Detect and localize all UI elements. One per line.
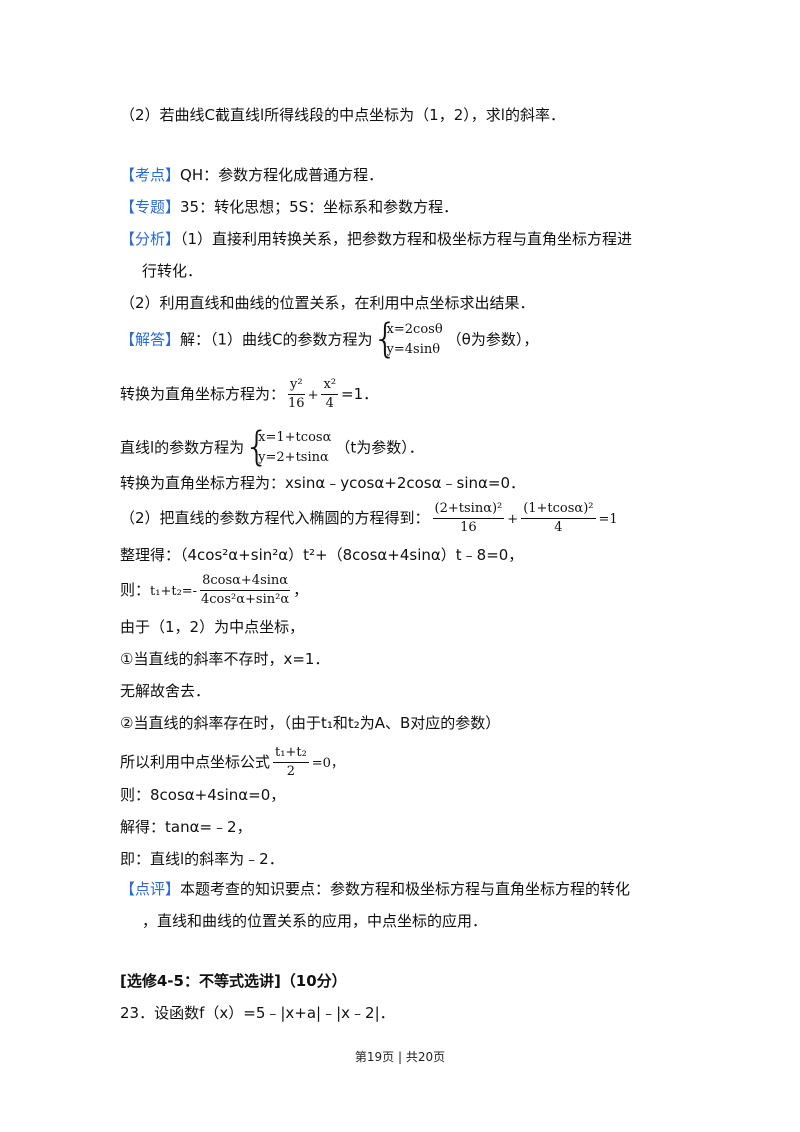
page-footer: 第19页 | 共20页 [354, 1050, 446, 1064]
dianping-line: 【点评】本题考查的知识要点：参数方程和极坐标方程与直角坐标方程的转化 [120, 878, 630, 900]
simplify-line: 整理得：（4cos²α+sin²α）t²+（8cosα+4sinα）t﹣8=0， [120, 546, 524, 564]
line-eq-x: x=1+tcosα [258, 430, 332, 445]
curve-param-system: x=2cosθ y=4sinθ [373, 312, 443, 366]
result-line: 即：直线l的斜率为﹣2． [120, 850, 284, 868]
frac-den: 16 [460, 520, 477, 535]
section-heading: [选修4-5：不等式选讲]（10分） [120, 972, 347, 990]
dianping-text-cont: ，直线和曲线的位置关系的应用，中点坐标的应用． [142, 912, 488, 930]
solve-line: 解得：tanα=﹣2， [120, 818, 252, 836]
sum-pre: 则： [120, 581, 151, 599]
line-param-post: （t为参数）． [335, 438, 424, 457]
case1-line: ①当直线的斜率不存时，x=1． [120, 650, 330, 668]
jieda-pre: 解：（1）曲线C的参数方程为 [180, 330, 373, 349]
frac-num: x² [321, 376, 339, 395]
frac-num: (1+tcosα)² [521, 500, 596, 519]
case1-b-line: 无解故舍去． [120, 682, 211, 700]
frac-den: 4 [554, 520, 563, 535]
frac-num: y² [288, 376, 305, 395]
sum-lhs: t₁+t₂=- [150, 584, 198, 599]
conv1-pre: 转换为直角坐标方程为： [120, 385, 286, 403]
jieda-post: （θ为参数）， [446, 330, 539, 349]
subst-pre: （2）把直线的参数方程代入椭圆的方程得到： [120, 509, 430, 527]
kaodian-line: 【考点】QH：参数方程化成普通方程． [120, 164, 383, 186]
formula-pre: 所以利用中点坐标公式 [120, 753, 271, 771]
plus-sign: + [307, 388, 319, 403]
question-part2: （2）若曲线C截直线l所得线段的中点坐标为（1，2），求l的斜率． [120, 106, 565, 124]
frac-den: 2 [286, 764, 296, 779]
dianping-text: 本题考查的知识要点：参数方程和极坐标方程与直角坐标方程的转化 [180, 880, 631, 898]
frac-den: 16 [288, 396, 305, 411]
midpoint-line: 由于（1，2）为中点坐标， [120, 618, 305, 636]
fenxi-part2: （2）利用直线和曲线的位置关系，在利用中点坐标求出结果． [120, 294, 535, 312]
zhuanti-text: 35：转化思想；5S：坐标系和参数方程． [180, 198, 459, 216]
frac-num: 8cosα+4sinα [200, 572, 291, 591]
curve-eq-y: y=4sinθ [386, 342, 441, 357]
question-23: 23．设函数f（x）=5﹣|x+a|﹣|x﹣2|． [120, 1004, 395, 1022]
conv1-post: =1． [341, 385, 379, 403]
sum-post: ， [293, 581, 309, 599]
line-eq-y: y=2+tsinα [258, 450, 329, 465]
jieda-line: 【解答】解：（1）曲线C的参数方程为 x=2cosθ y=4sinθ （θ为参数）， [120, 312, 539, 366]
subst-post: =1 [598, 512, 618, 527]
plus-sign: + [507, 512, 519, 527]
kaodian-tag: 【考点】 [120, 166, 181, 184]
frac-den: 4cos²α+sin²α [201, 592, 290, 607]
frac-den: 4 [325, 396, 334, 411]
jieda-tag: 【解答】 [120, 330, 181, 349]
frac-num: (2+tsinα)² [432, 500, 505, 519]
conv2-line: 转换为直角坐标方程为：xsinα﹣ycosα+2cosα﹣sinα=0． [120, 474, 525, 492]
fenxi-line: 【分析】（1）直接利用转换关系，把参数方程和极坐标方程与直角坐标方程进 [120, 228, 632, 250]
dianping-tag: 【点评】 [120, 880, 181, 898]
formula-post: =0， [311, 756, 344, 771]
then-line: 则：8cosα+4sinα=0， [120, 786, 286, 804]
curve-eq-x: x=2cosθ [386, 322, 443, 337]
line-param-pre: 直线l的参数方程为 [120, 438, 245, 457]
frac-num: t₁+t₂ [273, 744, 309, 763]
kaodian-text: QH：参数方程化成普通方程． [180, 166, 384, 184]
fenxi-text: （1）直接利用转换关系，把参数方程和极坐标方程与直角坐标方程进 [180, 230, 633, 248]
fenxi-tag: 【分析】 [120, 230, 181, 248]
line-param-system: x=1+tcosα y=2+tsinα [244, 420, 332, 474]
zhuanti-line: 【专题】35：转化思想；5S：坐标系和参数方程． [120, 196, 458, 218]
case2-line: ②当直线的斜率存在时，（由于t₁和t₂为A、B对应的参数） [120, 714, 501, 732]
fenxi-text-cont: 行转化． [142, 262, 203, 280]
line-param-line: 直线l的参数方程为 x=1+tcosα y=2+tsinα （t为参数）． [120, 420, 424, 474]
zhuanti-tag: 【专题】 [120, 198, 181, 216]
